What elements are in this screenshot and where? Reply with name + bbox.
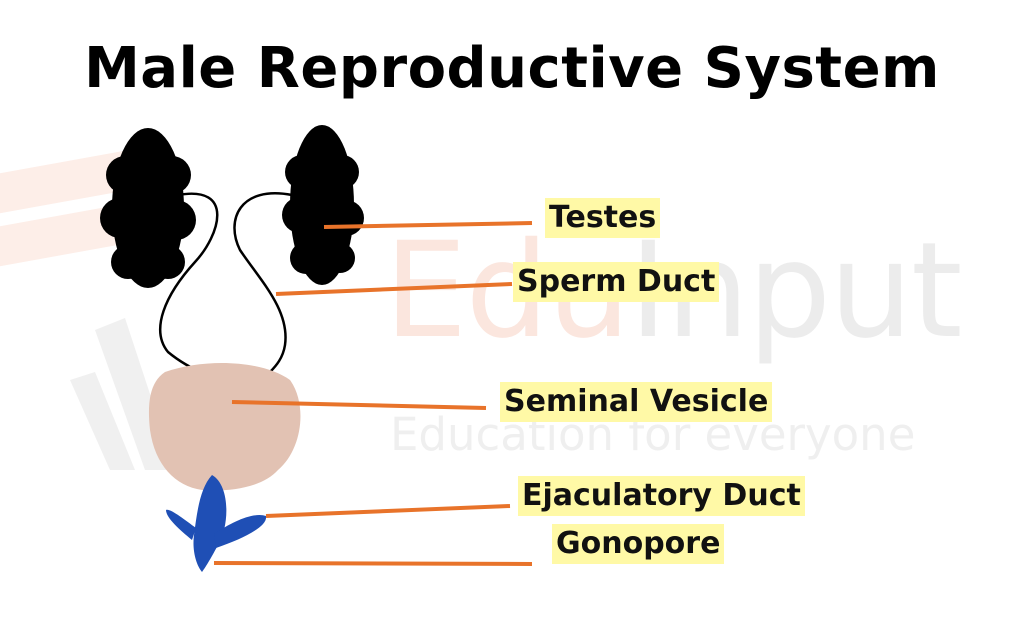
seminal-vesicle — [148, 362, 301, 491]
label-ejaculatory-duct: Ejaculatory Duct — [518, 476, 805, 516]
right-testis — [282, 125, 364, 285]
label-testes: Testes — [545, 198, 661, 238]
sperm-duct-left — [159, 192, 219, 374]
label-gonopore: Gonopore — [552, 524, 725, 564]
sperm-duct-right — [233, 192, 293, 373]
testes-leader-line — [323, 221, 533, 229]
label-seminal-vesicle: Seminal Vesicle — [500, 382, 773, 422]
ejaculatory-duct-leader-line — [265, 504, 511, 518]
label-sperm-duct: Sperm Duct — [513, 262, 720, 302]
gonopore-leader-line — [213, 561, 533, 566]
left-testis — [100, 128, 196, 288]
page-title: Male Reproductive System — [84, 36, 940, 101]
sperm-duct-leader-line — [275, 282, 513, 296]
ejaculatory-duct-shape — [166, 475, 267, 572]
watermark-figure — [70, 372, 135, 470]
seminal-vesicle-leader-line — [231, 400, 487, 410]
watermark-stripe — [0, 148, 140, 214]
